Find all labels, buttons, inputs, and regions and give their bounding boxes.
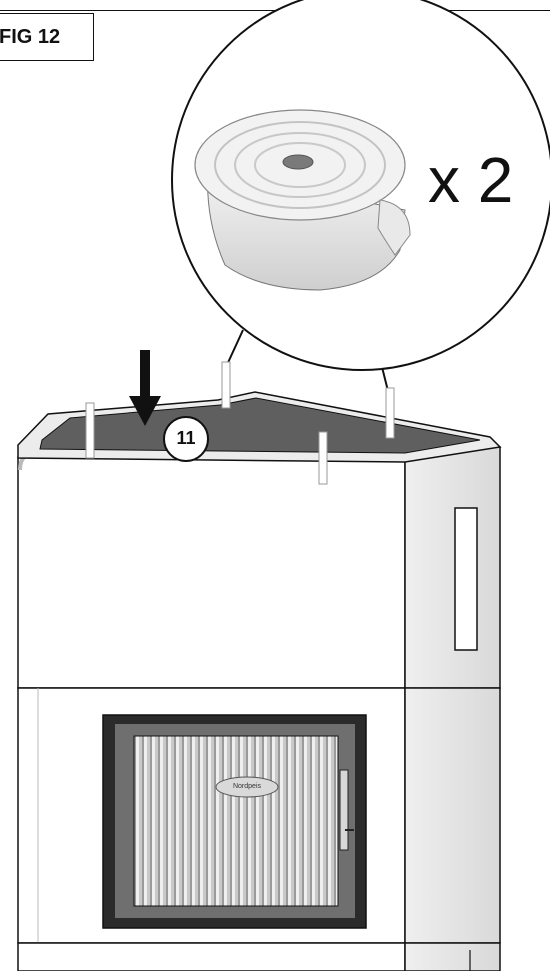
stove-top-module <box>17 391 502 689</box>
seal-strips <box>85 361 395 485</box>
door-glass <box>133 735 339 907</box>
quantity-label: x 2 <box>428 144 514 216</box>
sealing-tape-roll <box>194 109 411 291</box>
brand-logo-plate <box>215 776 279 798</box>
down-arrow <box>129 350 161 426</box>
figure-label: FIG 12 <box>0 13 94 61</box>
stove-bottom-module <box>17 942 501 971</box>
door-handle <box>339 769 349 851</box>
part-callout: 11 <box>163 416 209 462</box>
stove-middle-module <box>17 687 501 944</box>
side-vent-slot <box>454 507 478 651</box>
brand-logo: Nordpeis <box>232 783 261 790</box>
